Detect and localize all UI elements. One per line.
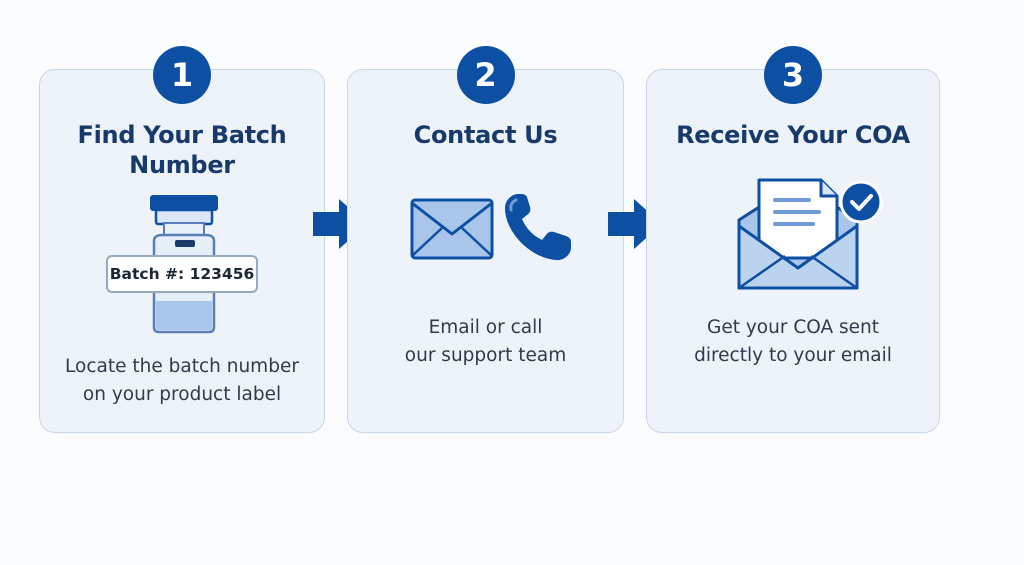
step-card-1: 1 Find Your Batch Number Batch #: 123456… bbox=[39, 46, 325, 433]
step-title-line: Find Your Batch bbox=[77, 121, 287, 149]
step-description: Locate the batch number on your product … bbox=[40, 353, 324, 409]
step-number-badge: 3 bbox=[764, 46, 822, 104]
open-envelope-document-check-icon bbox=[737, 178, 883, 290]
step-title: Receive Your COA bbox=[647, 120, 939, 150]
envelope-icon bbox=[410, 198, 494, 260]
step-title: Find Your Batch Number bbox=[40, 120, 324, 180]
arrow-right-icon bbox=[313, 199, 367, 249]
step-card-3: 3 Receive Your COA Get your COA sent dir… bbox=[646, 46, 940, 433]
step-description-line: directly to your email bbox=[694, 345, 892, 366]
step-card-2: 2 Contact Us Email or call our support t… bbox=[347, 46, 624, 433]
step-description-line: our support team bbox=[404, 345, 567, 366]
step-title-line: Receive Your COA bbox=[676, 121, 910, 149]
step-description-line: Email or call bbox=[428, 317, 543, 338]
step-description: Email or call our support team bbox=[348, 314, 623, 370]
step-description-line: Get your COA sent bbox=[706, 317, 880, 338]
batch-number-label: Batch #: 123456 bbox=[106, 255, 258, 293]
step-description-line: Locate the batch number bbox=[65, 356, 299, 377]
step-number-badge: 1 bbox=[153, 46, 211, 104]
step-title-line: Contact Us bbox=[413, 121, 558, 149]
step-title-line: Number bbox=[129, 151, 235, 179]
step-number-badge: 2 bbox=[456, 46, 515, 104]
arrow-right-icon bbox=[608, 199, 662, 249]
step-description: Get your COA sent directly to your email bbox=[647, 314, 939, 370]
step-description-line: on your product label bbox=[82, 384, 282, 405]
step-title: Contact Us bbox=[348, 120, 623, 150]
phone-icon bbox=[505, 194, 571, 261]
